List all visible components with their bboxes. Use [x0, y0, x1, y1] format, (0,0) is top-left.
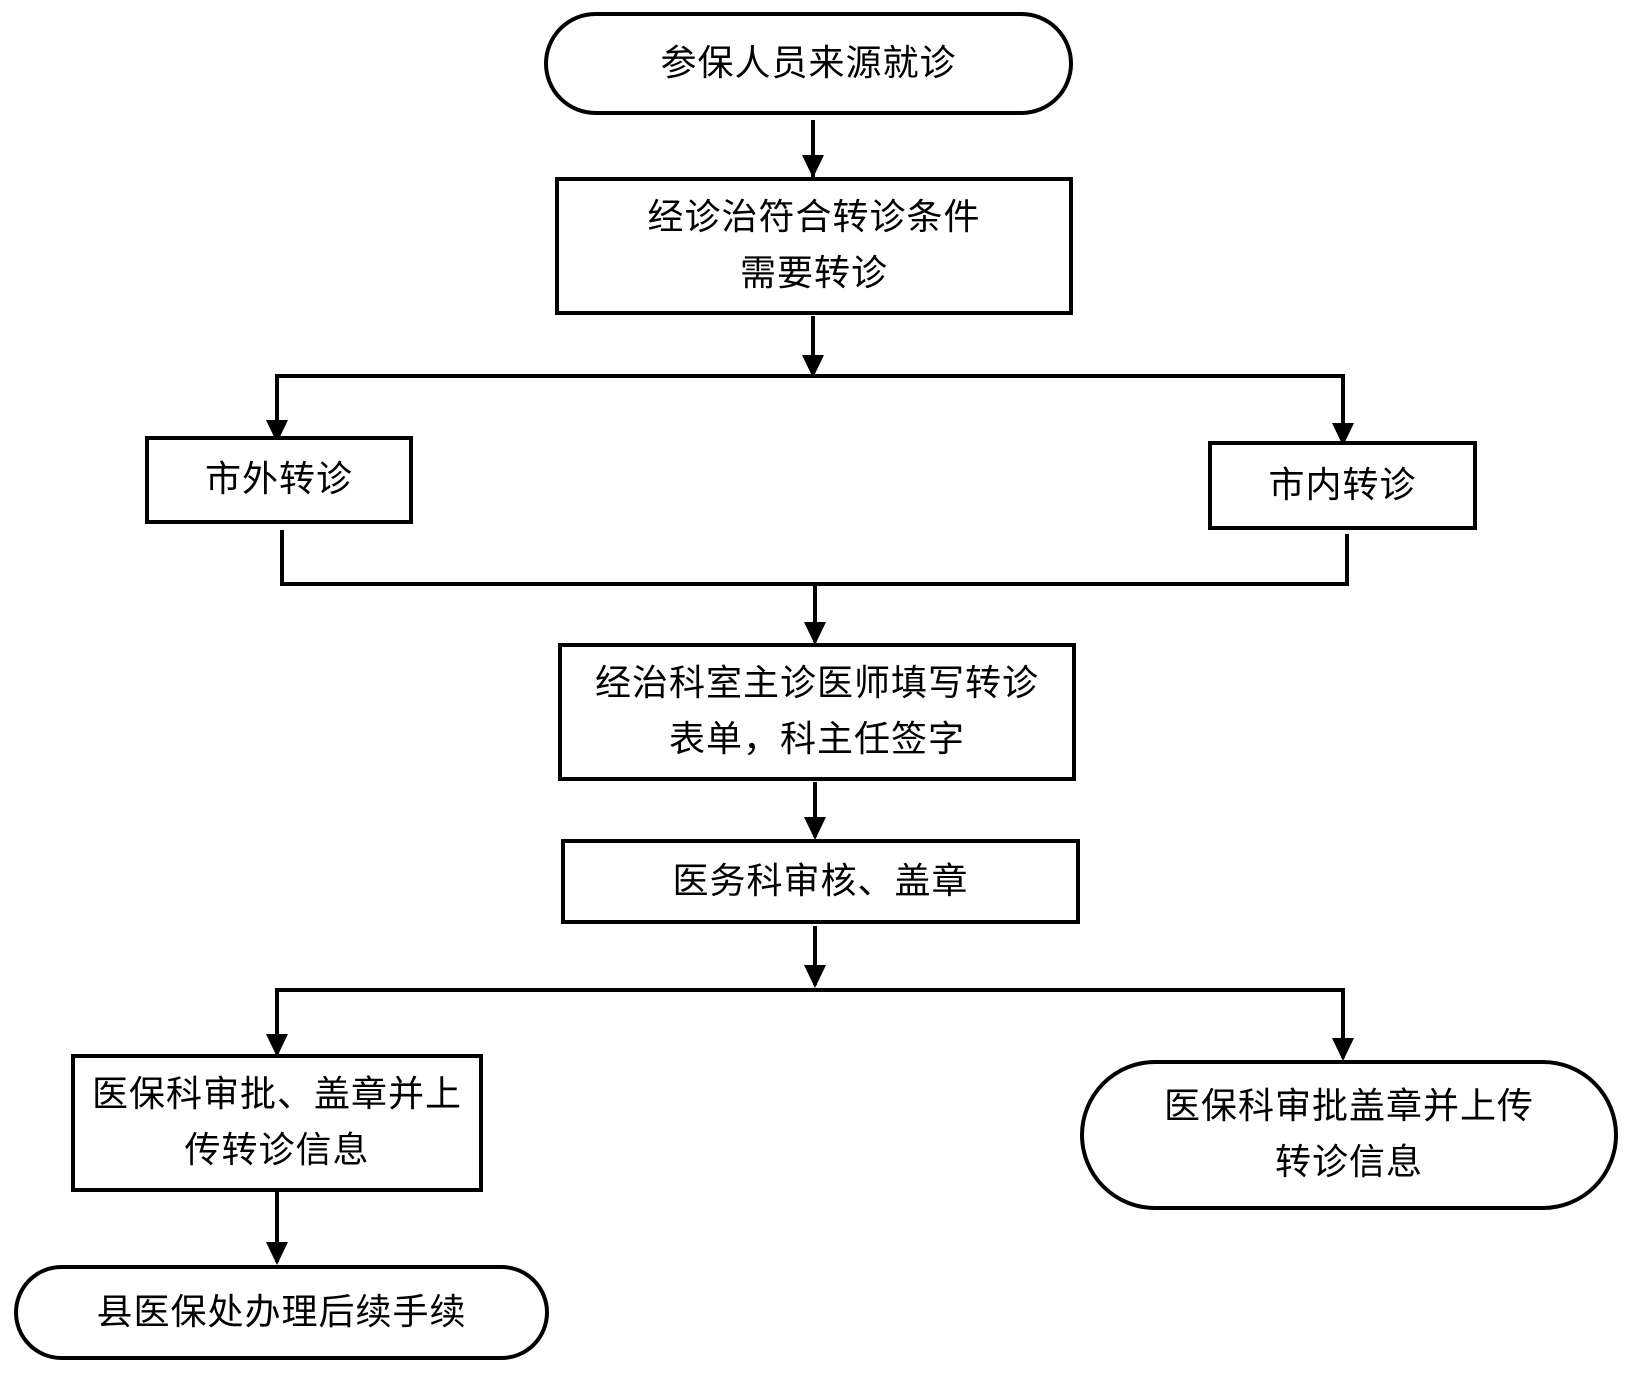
node-start-line-1: 参保人员来源就诊	[660, 42, 957, 84]
node-need-referral-line-2: 需要转诊	[739, 253, 888, 294]
arrowhead	[1332, 423, 1354, 446]
node-inside-city-line-1: 市内转诊	[1268, 464, 1417, 506]
branch-line-top	[275, 374, 1345, 442]
node-outside-city: 市外转诊	[145, 436, 413, 524]
merge-line	[280, 530, 1349, 586]
node-need-referral: 经诊治符合转诊条件 需要转诊	[555, 177, 1073, 315]
node-insurance-left: 医保科审批、盖章并上 传转诊信息	[71, 1054, 483, 1192]
node-insurance-right: 医保科审批盖章并上传 转诊信息	[1080, 1060, 1618, 1210]
node-insurance-left-line-2: 传转诊信息	[184, 1130, 370, 1171]
arrowhead	[802, 355, 824, 378]
arrowhead	[266, 1242, 288, 1265]
branch-line-bottom	[275, 988, 1345, 1058]
node-need-referral-line-1: 经诊治符合转诊条件	[647, 197, 981, 238]
node-county-office: 县医保处办理后续手续	[14, 1265, 549, 1360]
node-county-office-line-1: 县医保处办理后续手续	[96, 1291, 467, 1333]
arrowhead	[804, 622, 826, 645]
node-doctor-form: 经治科室主诊医师填写转诊 表单，科主任签字	[558, 643, 1076, 781]
arrowhead	[266, 1034, 288, 1057]
arrowhead	[802, 155, 824, 178]
node-doctor-form-line-1: 经治科室主诊医师填写转诊	[594, 663, 1039, 704]
arrowhead	[266, 420, 288, 443]
node-medical-affairs: 医务科审核、盖章	[561, 839, 1080, 924]
node-start: 参保人员来源就诊	[544, 12, 1073, 115]
node-insurance-right-line-2: 转诊信息	[1274, 1142, 1423, 1183]
arrowhead	[1332, 1038, 1354, 1061]
node-doctor-form-line-2: 表单，科主任签字	[668, 719, 965, 760]
node-insurance-right-line-1: 医保科审批盖章并上传	[1163, 1086, 1534, 1127]
node-medical-affairs-line-1: 医务科审核、盖章	[672, 860, 969, 902]
node-outside-city-line-1: 市外转诊	[204, 459, 353, 500]
node-insurance-left-line-1: 医保科审批、盖章并上	[91, 1074, 462, 1115]
arrowhead	[804, 965, 826, 988]
arrowhead	[804, 817, 826, 840]
node-inside-city: 市内转诊	[1208, 441, 1477, 530]
